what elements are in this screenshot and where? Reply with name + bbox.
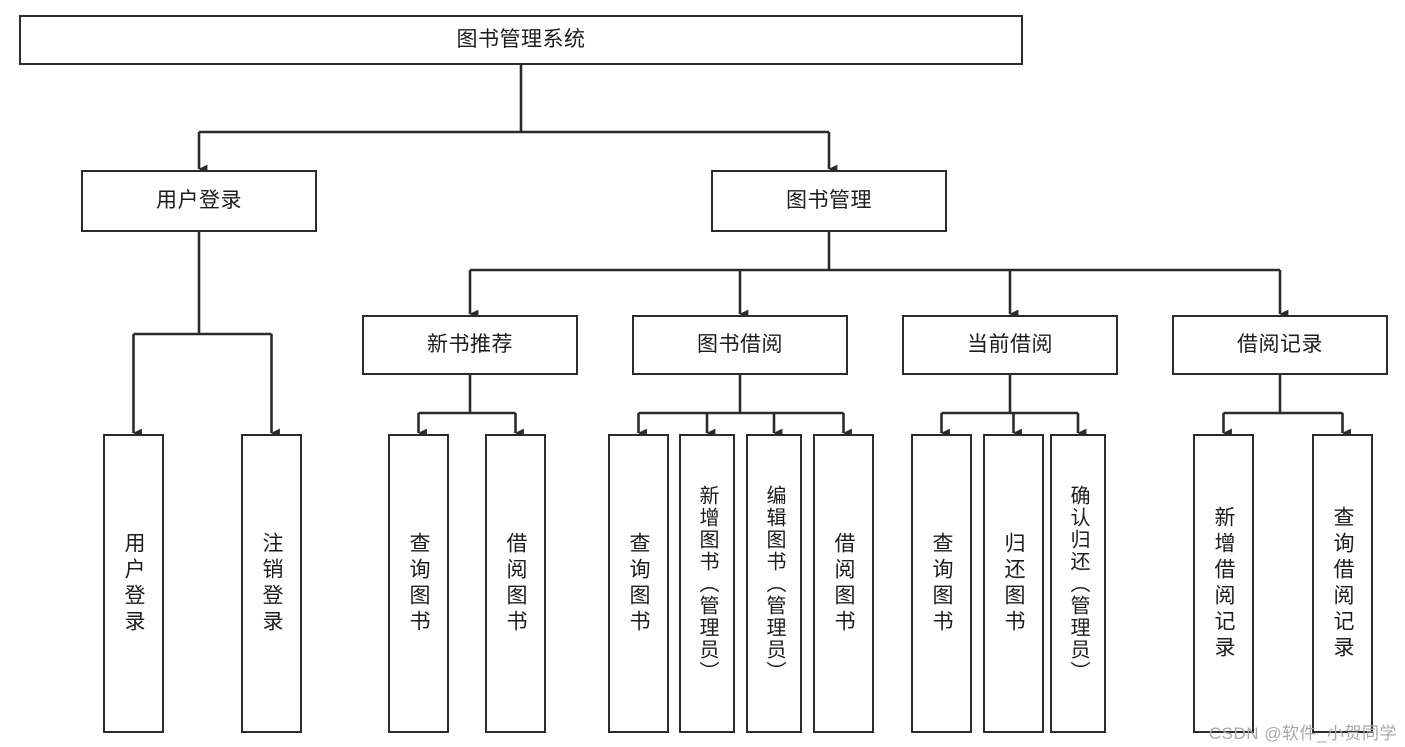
node-label: 确认归还（管理员）	[1067, 484, 1089, 683]
node-label: 当前借阅	[967, 332, 1053, 356]
node-label: 查询图书	[930, 531, 953, 636]
node-current-borrow[interactable]: 当前借阅	[902, 315, 1118, 375]
node-label: 归还图书	[1002, 531, 1025, 636]
node-label: 图书管理	[786, 188, 872, 212]
node-leaf-add-book[interactable]: 新增图书（管理员）	[679, 434, 735, 733]
node-label: 编辑图书（管理员）	[763, 484, 785, 683]
node-leaf-query-book-1[interactable]: 查询图书	[388, 434, 449, 733]
node-leaf-return-book[interactable]: 归还图书	[983, 434, 1044, 733]
node-user-login[interactable]: 用户登录	[81, 170, 317, 232]
node-label: 借阅图书	[832, 531, 855, 636]
node-leaf-borrow-book-2[interactable]: 借阅图书	[813, 434, 874, 733]
node-label: 图书管理系统	[456, 27, 586, 51]
node-borrow-record[interactable]: 借阅记录	[1172, 315, 1388, 375]
node-label: 查询借阅记录	[1331, 505, 1354, 662]
node-label: 借阅图书	[504, 531, 527, 636]
node-new-book-rec[interactable]: 新书推荐	[362, 315, 578, 375]
node-label: 新书推荐	[427, 332, 513, 356]
node-leaf-edit-book[interactable]: 编辑图书（管理员）	[746, 434, 802, 733]
node-book-borrow[interactable]: 图书借阅	[632, 315, 848, 375]
node-leaf-logout[interactable]: 注销登录	[241, 434, 302, 733]
node-label: 用户登录	[156, 188, 242, 212]
node-label: 图书借阅	[697, 332, 783, 356]
node-leaf-borrow-book-1[interactable]: 借阅图书	[485, 434, 546, 733]
node-label: 借阅记录	[1237, 332, 1323, 356]
node-leaf-query-book-3[interactable]: 查询图书	[911, 434, 972, 733]
node-leaf-user-login[interactable]: 用户登录	[103, 434, 164, 733]
node-leaf-query-book-2[interactable]: 查询图书	[608, 434, 669, 733]
watermark-credit: CSDN @软件_小贺同学	[1208, 724, 1397, 743]
node-label: 注销登录	[260, 531, 283, 636]
node-leaf-query-record[interactable]: 查询借阅记录	[1312, 434, 1373, 733]
node-leaf-confirm-return[interactable]: 确认归还（管理员）	[1050, 434, 1106, 733]
node-label: 新增图书（管理员）	[696, 484, 718, 683]
node-label: 用户登录	[122, 531, 145, 636]
node-leaf-add-record[interactable]: 新增借阅记录	[1193, 434, 1254, 733]
node-label: 查询图书	[407, 531, 430, 636]
node-label: 新增借阅记录	[1212, 505, 1235, 662]
node-label: 查询图书	[627, 531, 650, 636]
node-root[interactable]: 图书管理系统	[19, 15, 1023, 65]
node-book-manage[interactable]: 图书管理	[711, 170, 947, 232]
